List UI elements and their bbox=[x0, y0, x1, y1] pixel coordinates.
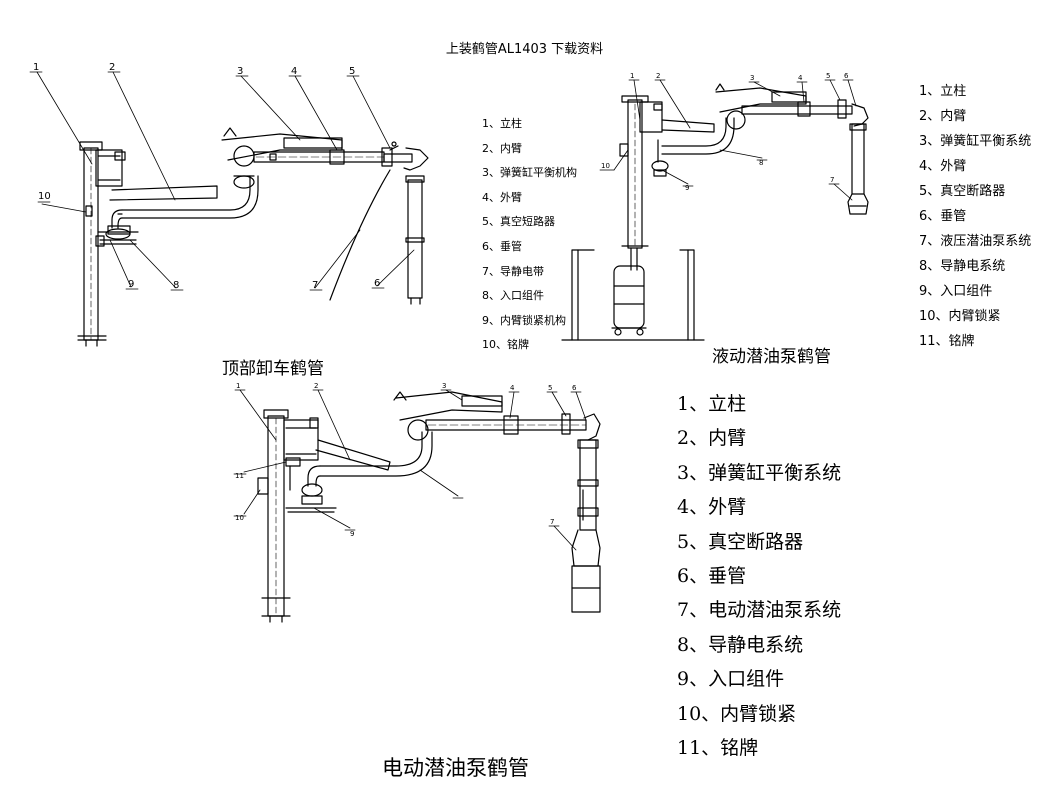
callout-a-5: 5 bbox=[349, 66, 355, 77]
callout-c-10: 10 bbox=[235, 514, 244, 522]
callout-b-4: 4 bbox=[798, 74, 803, 82]
legend-electric-pump-arm: 1、立柱 2、内臂 3、弹簧缸平衡系统 4、外臂 5、真空断路器 6、垂管 7、… bbox=[677, 387, 841, 765]
callout-b-9: 9 bbox=[685, 184, 689, 192]
legend-a-item: 2、内臂 bbox=[482, 141, 522, 155]
legend-b-item: 11、铭牌 bbox=[919, 334, 975, 349]
callout-b-10: 10 bbox=[601, 162, 610, 170]
legend-c-item: 2、内臂 bbox=[677, 427, 747, 450]
callout-b-2: 2 bbox=[656, 72, 660, 80]
legend-c-item: 7、电动潜油泵系统 bbox=[677, 599, 842, 622]
legend-c-item: 4、外臂 bbox=[677, 496, 747, 519]
legend-a-item: 4、外臂 bbox=[482, 190, 522, 204]
legend-hydraulic-pump-arm: 1、立柱 2、内臂 3、弹簧缸平衡系统 4、外臂 5、真空断路器 6、垂管 7、… bbox=[919, 79, 1031, 354]
callout-b-6: 6 bbox=[844, 72, 849, 80]
legend-c-item: 10、内臂锁紧 bbox=[677, 702, 797, 725]
legend-a-item: 1、立柱 bbox=[482, 117, 522, 130]
legend-a-item: 9、内臂锁紧机构 bbox=[482, 313, 566, 327]
drawing-electric-pump-arm bbox=[257, 391, 601, 623]
callout-c-7: 7 bbox=[550, 518, 554, 526]
callout-a-6: 6 bbox=[374, 278, 380, 289]
caption-top-unloading-arm: 顶部卸车鹤管 bbox=[222, 359, 324, 379]
callout-labels-a: 1 2 3 4 5 10 9 8 7 6 bbox=[33, 62, 380, 291]
callout-labels-b: 1 2 3 4 5 6 8 10 9 7 bbox=[601, 72, 849, 192]
legend-a-item: 6、垂管 bbox=[482, 239, 522, 253]
legend-b-item: 9、入口组件 bbox=[919, 284, 993, 299]
legend-c-item: 9、入口组件 bbox=[677, 668, 785, 691]
callout-a-7: 7 bbox=[312, 280, 318, 291]
callout-b-7: 7 bbox=[830, 176, 834, 184]
callout-labels-c: 1 2 3 4 5 6 11 10 9 7 bbox=[235, 382, 577, 538]
callout-a-2: 2 bbox=[109, 62, 115, 73]
callout-b-8: 8 bbox=[759, 159, 763, 167]
callout-a-8: 8 bbox=[173, 280, 179, 291]
callout-lines-c bbox=[233, 389, 587, 551]
caption-electric-pump-arm: 电动潜油泵鹤管 bbox=[382, 756, 529, 780]
callout-lines-b bbox=[599, 79, 857, 201]
callout-b-3: 3 bbox=[750, 74, 754, 82]
legend-c-item: 11、铭牌 bbox=[677, 736, 759, 759]
legend-b-item: 5、真空断路器 bbox=[919, 184, 1006, 199]
legend-b-item: 10、内臂锁紧 bbox=[919, 309, 1001, 324]
callout-c-9: 9 bbox=[350, 530, 354, 538]
legend-b-item: 1、立柱 bbox=[919, 84, 967, 99]
legend-b-item: 7、液压潜油泵系统 bbox=[919, 234, 1032, 249]
legend-a-item: 8、入口组件 bbox=[482, 289, 544, 303]
drawing-hydraulic-pump-arm bbox=[561, 83, 869, 341]
legend-top-unloading-arm: 1、立柱 2、内臂 3、弹簧缸平衡机构 4、外臂 5、真空短路器 6、垂管 7、… bbox=[482, 112, 577, 358]
callout-c-3: 3 bbox=[442, 382, 446, 390]
callout-a-9: 9 bbox=[128, 279, 134, 290]
callout-b-1: 1 bbox=[630, 72, 634, 80]
callout-c-11: 11 bbox=[235, 472, 244, 480]
callout-b-5: 5 bbox=[826, 72, 830, 80]
callout-a-4: 4 bbox=[291, 66, 297, 77]
callout-c-2: 2 bbox=[314, 382, 318, 390]
legend-b-item: 4、外臂 bbox=[919, 159, 967, 174]
callout-c-1: 1 bbox=[236, 382, 240, 390]
callout-c-6: 6 bbox=[572, 384, 577, 392]
legend-c-item: 6、垂管 bbox=[677, 564, 747, 587]
callout-c-5: 5 bbox=[548, 384, 552, 392]
callout-a-10: 10 bbox=[38, 191, 51, 202]
legend-c-item: 8、导静电系统 bbox=[677, 633, 804, 656]
legend-b-item: 6、垂管 bbox=[919, 209, 967, 224]
callout-lines-a bbox=[29, 71, 415, 291]
legend-c-item: 5、真空断路器 bbox=[677, 530, 804, 553]
legend-a-item: 10、铭牌 bbox=[482, 338, 529, 352]
legend-b-item: 8、导静电系统 bbox=[919, 259, 1006, 274]
caption-hydraulic-pump-arm: 液动潜油泵鹤管 bbox=[712, 347, 831, 367]
legend-a-item: 7、导静电带 bbox=[482, 264, 544, 278]
legend-c-item: 3、弹簧缸平衡系统 bbox=[677, 461, 842, 484]
callout-a-3: 3 bbox=[237, 66, 243, 77]
page-title: 上装鹤管AL1403 下载资料 bbox=[445, 42, 604, 57]
callout-c-4: 4 bbox=[510, 384, 515, 392]
legend-c-item: 1、立柱 bbox=[677, 393, 747, 415]
callout-a-1: 1 bbox=[33, 62, 39, 73]
legend-b-item: 2、内臂 bbox=[919, 109, 967, 124]
drawing-top-unloading-arm bbox=[77, 127, 429, 347]
legend-a-item: 3、弹簧缸平衡机构 bbox=[482, 166, 577, 180]
legend-a-item: 5、真空短路器 bbox=[482, 215, 555, 229]
legend-b-item: 3、弹簧缸平衡系统 bbox=[919, 134, 1032, 149]
